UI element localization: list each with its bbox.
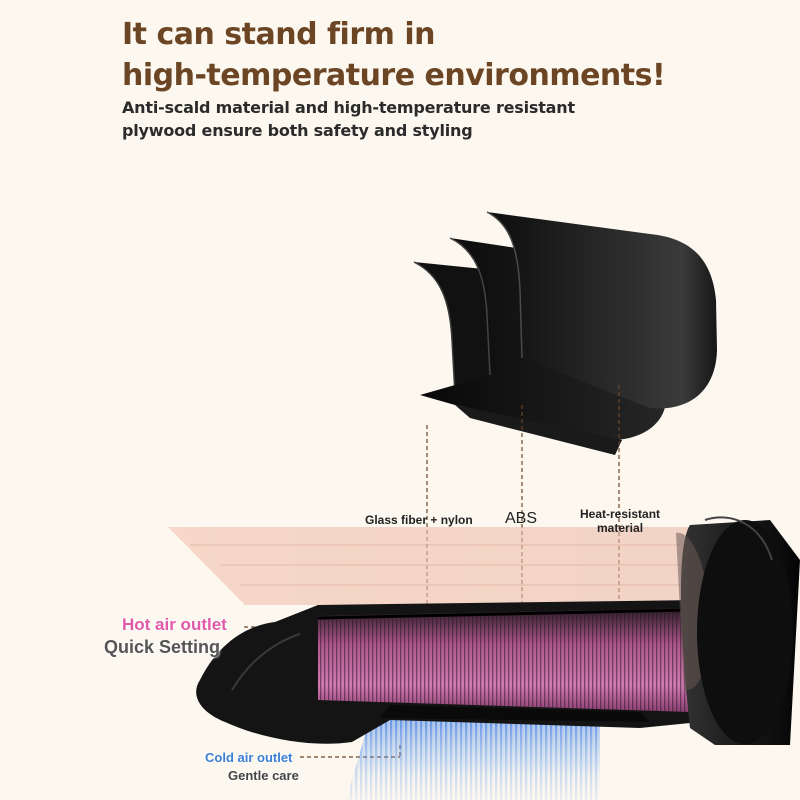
label-heat-resistant-line2: material [597,521,644,535]
headline-subtitle-line2: plywood ensure both safety and styling [122,121,473,140]
device-body [196,600,700,744]
label-heat-resistant-line1: Heat-resistant [580,507,661,521]
headline-subtitle: Anti-scald material and high-temperature… [122,96,575,142]
headline-title-line1: It can stand firm in [122,17,435,52]
label-heat-resistant: Heat-resistant material [580,507,660,535]
device-end-cap [676,516,800,745]
shell-layer-front [420,211,717,455]
headline-subtitle-line1: Anti-scald material and high-temperature… [122,98,575,117]
label-gentle-care: Gentle care [228,768,299,783]
label-glass-fiber-nylon: Glass fiber + nylon [365,513,473,527]
headline-title: It can stand firm in high-temperature en… [122,14,666,96]
label-abs: ABS [505,510,538,527]
label-cold-air-outlet: Cold air outlet [205,750,293,765]
label-quick-setting: Quick Setting [104,637,221,657]
ghost-shell [168,527,700,605]
headline-title-line2: high-temperature environments! [122,58,666,93]
label-hot-air-outlet: Hot air outlet [122,615,227,634]
